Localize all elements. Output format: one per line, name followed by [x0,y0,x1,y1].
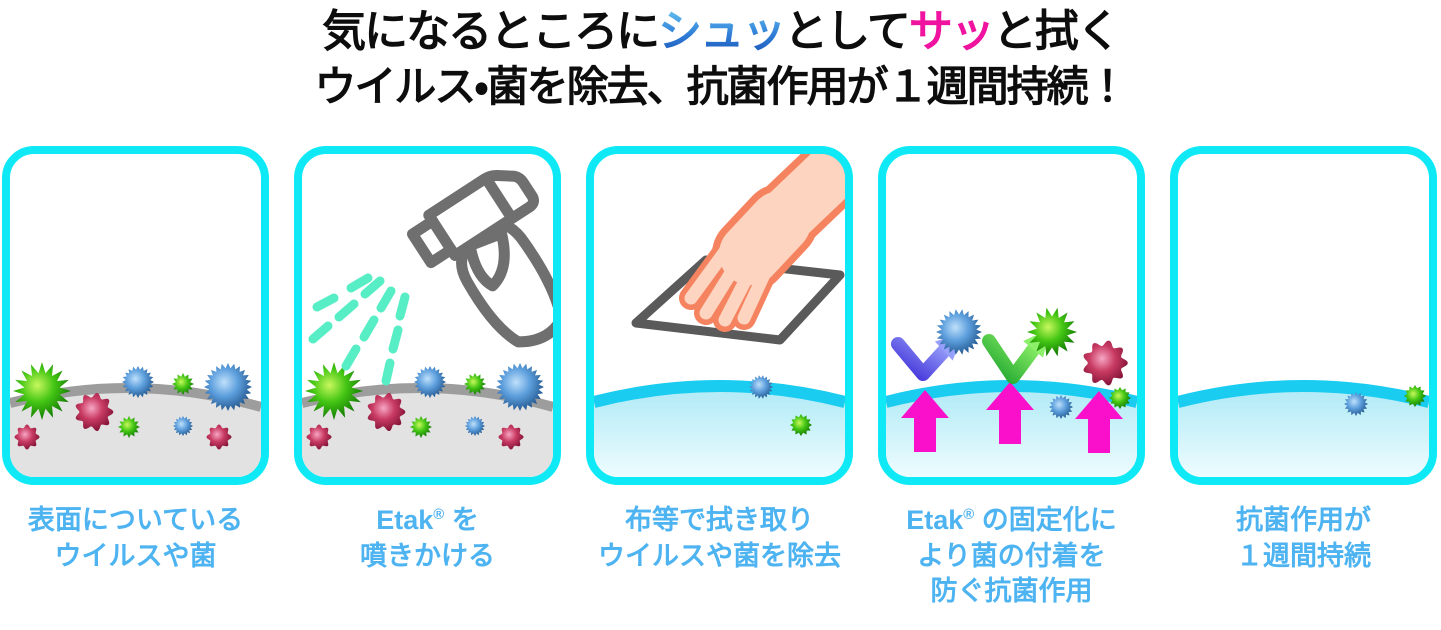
step-5: 抗菌作用が １週間持続 [1170,146,1437,610]
viruses-on-surface-graphic [10,362,261,477]
registered-mark: ® [963,507,975,523]
step-4-caption-line1: Etak® の固定化に [878,503,1145,539]
step-3-illustration [594,154,845,477]
step-2-illustration [302,170,553,477]
step-2-caption-line1-rest: を [444,505,479,535]
headline-line1: 気になるところにシュッとしてサッと拭く [0,6,1441,58]
spray-bottle-icon [406,170,553,348]
step-4-box [878,146,1145,485]
headline-part-black-3: と拭く [992,7,1121,56]
step-1-caption: 表面についている ウイルスや菌 [2,503,269,574]
virus-blue-icon [749,375,773,399]
step-2-caption: Etak® を 噴きかける [294,503,561,574]
step-3-caption-line1: 布等で拭き取り [625,505,814,535]
headline-part-black-1: 気になるところに [322,7,660,56]
step-4: Etak® の固定化に より菌の付着を 防ぐ抗菌作用 [878,146,1145,610]
headline-part-magenta-sa: サッ [908,7,995,56]
virus-green-icon [1404,385,1426,407]
etak-brand-text: Etak [906,505,964,535]
registered-mark: ® [433,507,445,523]
step-3-caption-line2: ウイルスや菌を除去 [598,540,841,571]
step-5-box [1170,146,1437,485]
step-3-box [586,146,853,485]
steps-row: 表面についている ウイルスや菌 [2,146,1437,610]
step-4-caption-line2: より菌の付着を [917,540,1106,571]
step-5-caption-line2: １週間持続 [1236,540,1371,571]
virus-green-icon [1027,307,1077,357]
step-4-caption-line1-rest: の固定化に [974,505,1117,535]
viruses-on-surface-graphic [302,362,553,477]
virus-blue-icon [1344,392,1368,416]
step-4-caption-line3: 防ぐ抗菌作用 [930,576,1093,607]
step-1-caption-line1: 表面についている [27,505,244,535]
step-5-illustration [1178,154,1429,477]
step-1: 表面についている ウイルスや菌 [2,146,269,610]
headline-part-black-2: として [784,7,911,56]
step-1-illustration [10,154,261,477]
step-5-caption-line1: 抗菌作用が [1236,505,1371,535]
step-1-caption-line2: ウイルスや菌 [54,540,217,571]
virus-blue-icon [1049,395,1073,419]
virus-green-icon [1109,387,1131,409]
step-5-caption: 抗菌作用が １週間持続 [1170,503,1437,574]
step-2: Etak® を 噴きかける [294,146,561,610]
hand-icon [679,154,845,332]
virus-red-icon [1083,340,1128,386]
headline-part-blue-shu: シュッ [658,7,786,56]
spray-mist-icon [308,273,410,386]
step-4-illustration [886,307,1137,477]
step-3-caption: 布等で拭き取り ウイルスや菌を除去 [586,503,853,574]
step-2-box [294,146,561,485]
header: 気になるところにシュッとしてサッと拭く ウイルス・菌を除去、抗菌作用が１週間持続… [0,6,1441,111]
step-3: 布等で拭き取り ウイルスや菌を除去 [586,146,853,610]
coated-surface-graphic [1178,386,1429,477]
virus-green-icon [790,414,812,436]
etak-brand-text: Etak [376,505,434,535]
step-4-caption: Etak® の固定化に より菌の付着を 防ぐ抗菌作用 [878,503,1145,610]
step-1-box [2,146,269,485]
virus-blue-icon [936,309,982,355]
step-2-caption-line2: 噴きかける [360,540,495,571]
headline-line2: ウイルス・菌を除去、抗菌作用が１週間持続！ [314,62,1128,110]
step-2-caption-line1: Etak® を [294,503,561,539]
coated-surface-graphic [594,386,845,477]
